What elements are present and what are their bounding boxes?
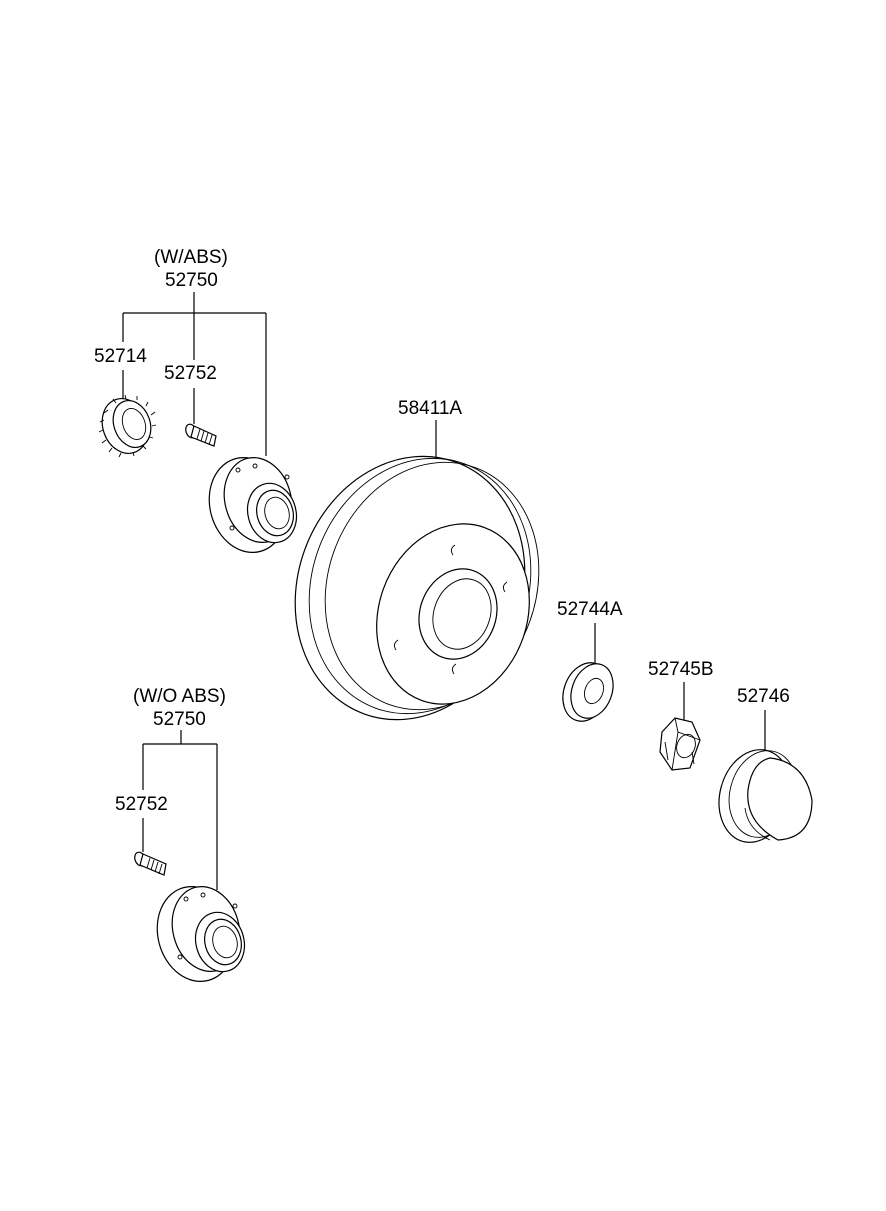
tone-wheel-number: 52714	[94, 346, 147, 367]
washer	[562, 623, 614, 722]
with-abs-bracket	[122, 292, 267, 456]
hub-bolt-upper	[185, 423, 217, 447]
hub-bearing-upper	[208, 456, 298, 553]
with-abs-assembly-number: 52750	[165, 270, 218, 291]
tone-wheel-ring	[98, 394, 157, 458]
without-abs-assembly-number: 52750	[153, 709, 206, 730]
drum-number: 58411A	[398, 398, 463, 419]
hub-bearing-lower	[156, 885, 246, 982]
nut-number: 52745B	[648, 659, 714, 680]
cap-number: 52746	[737, 686, 790, 707]
upper-bolt-number: 52752	[164, 363, 217, 384]
hub-cap	[718, 710, 813, 843]
without-abs-note: (W/O ABS)	[133, 686, 226, 707]
brake-drum	[294, 420, 540, 721]
without-abs-bracket	[142, 730, 218, 890]
washer-number: 52744A	[557, 599, 623, 620]
lower-bolt-number: 52752	[115, 794, 168, 815]
castle-nut	[659, 682, 701, 771]
with-abs-note: (W/ABS)	[154, 247, 228, 268]
hub-bolt-lower	[134, 851, 167, 876]
